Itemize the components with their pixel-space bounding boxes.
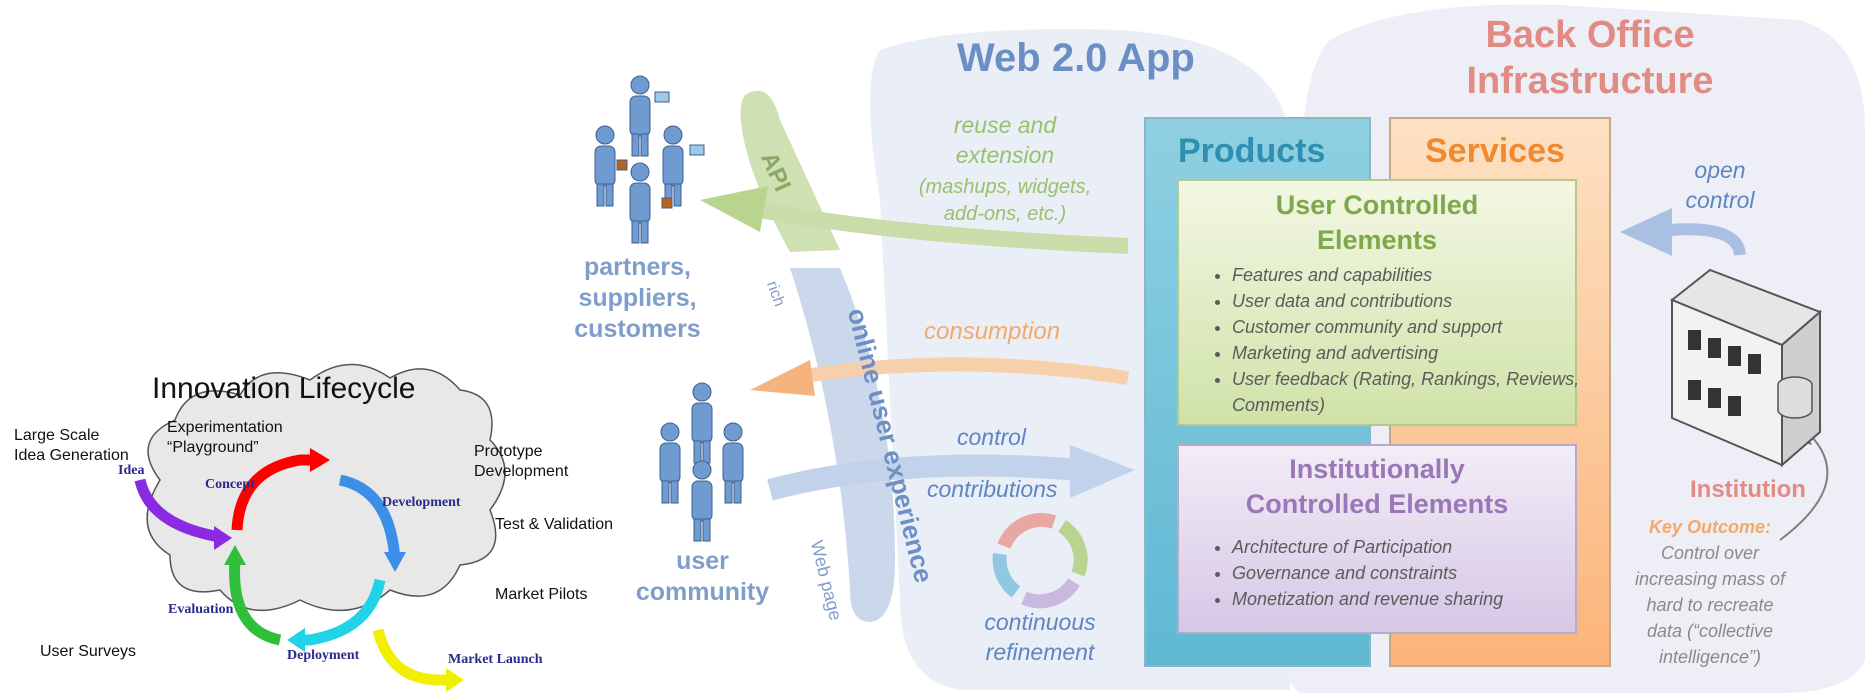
reuse-line2: extension (955, 142, 1055, 168)
reuse-line1: reuse and (953, 112, 1057, 138)
inst-controlled-list: Architecture of Participation Governance… (1208, 534, 1592, 612)
services-title: Services (1425, 132, 1565, 170)
note-large-scale: Large Scale Idea Generation (14, 426, 129, 466)
inst-controlled-line1: Institutionally (1289, 454, 1465, 484)
mashups-label: (mashups, widgets, add-ons, etc.) (885, 174, 1125, 228)
concept-arrow (231, 454, 322, 531)
inst-item: Architecture of Participation (1232, 534, 1592, 560)
partners-line1: partners, (584, 253, 691, 281)
note-experimentation-line2: “Playground” (167, 439, 259, 456)
reuse-label: reuse and extension (900, 110, 1110, 170)
innovation-title: Innovation Lifecycle (152, 372, 416, 405)
control-label: control (957, 424, 1027, 450)
key-outcome-line1: Control over (1660, 543, 1760, 563)
user-controlled-line2: Elements (1316, 225, 1438, 255)
key-outcome-text: Key Outcome: Control over increasing mas… (1615, 514, 1805, 670)
stage-market-launch: Market Launch (448, 652, 543, 667)
user-controlled-list: Features and capabilities User data and … (1208, 262, 1582, 418)
note-large-scale-line2: Idea Generation (14, 447, 129, 464)
refinement-cycle-icon (992, 513, 1088, 609)
deployment-arrow (295, 578, 386, 646)
user-item: Features and capabilities (1232, 262, 1582, 288)
contributions-label: contributions (927, 476, 1058, 502)
note-test: Test & Validation (495, 516, 613, 533)
note-pilots: Market Pilots (495, 586, 588, 603)
continuous-label: continuous refinement (960, 607, 1120, 667)
inst-controlled-box (1177, 444, 1577, 634)
consumption-label: consumption (924, 318, 1061, 345)
partners-line2: suppliers, (578, 284, 697, 312)
open-control-label: open control (1655, 155, 1785, 215)
user-item: Marketing and advertising (1232, 340, 1582, 366)
user-controlled-title: User Controlled Elements (1178, 188, 1576, 258)
key-outcome-line4: data (“collective (1646, 621, 1774, 641)
institution-label: Institution (1690, 476, 1806, 503)
consumption-arrow (803, 357, 1130, 385)
user-community-icon (659, 382, 744, 542)
reuse-arrow (758, 202, 1129, 254)
institution-building-icon (1670, 268, 1822, 468)
user-community-line2: community (635, 578, 770, 606)
note-large-scale-line1: Large Scale (14, 427, 100, 444)
key-outcome-line3: hard to recreate (1646, 595, 1774, 615)
evaluation-arrow (229, 559, 282, 646)
stage-concept: Concept (205, 477, 255, 492)
inst-controlled-line2: Controlled Elements (1245, 489, 1509, 519)
back-office-line1: Back Office (1485, 14, 1695, 56)
stage-evaluation: Evaluation (168, 602, 234, 617)
note-surveys: User Surveys (40, 643, 137, 660)
contributions-arrow (767, 454, 1081, 501)
user-item: User data and contributions (1232, 288, 1582, 314)
user-controlled-line1: User Controlled (1275, 190, 1479, 220)
web20-title: Web 2.0 App (957, 36, 1195, 80)
note-prototype-line2: Development (474, 463, 569, 480)
back-office-line2: Infrastructure (1466, 60, 1714, 102)
partners-label: partners, suppliers, customers (560, 252, 715, 345)
market-launch-arrow (372, 628, 452, 686)
partners-people-icon (594, 75, 705, 244)
user-community-line1: user (676, 547, 729, 575)
note-experimentation-line1: Experimentation (167, 419, 283, 436)
inst-controlled-title: Institutionally Controlled Elements (1178, 452, 1576, 522)
online-ux-band (790, 268, 895, 622)
stage-development: Development (382, 495, 461, 510)
user-item: Customer community and support (1232, 314, 1582, 340)
key-outcome-line2: increasing mass of (1634, 569, 1786, 589)
stage-deployment: Deployment (287, 648, 360, 663)
idea-arrow (134, 478, 221, 543)
back-office-title: Back Office Infrastructure (1440, 12, 1740, 104)
partners-line3: customers (574, 315, 701, 343)
user-controlled-box (1177, 179, 1577, 426)
mashups-line2: add-ons, etc.) (943, 203, 1067, 225)
user-community-label: user community (635, 546, 770, 608)
key-outcome-line5: intelligence”) (1658, 647, 1762, 667)
key-outcome-heading: Key Outcome: (1648, 517, 1772, 537)
inst-item: Governance and constraints (1232, 560, 1592, 586)
open-control-arrow (1669, 223, 1746, 257)
note-experimentation: Experimentation “Playground” (167, 418, 283, 458)
open-control-line2: control (1685, 187, 1755, 213)
continuous-line1: continuous (984, 609, 1096, 635)
continuous-line2: refinement (985, 639, 1095, 665)
open-control-line1: open (1694, 157, 1746, 183)
products-title: Products (1178, 132, 1326, 170)
note-prototype-line1: Prototype (474, 443, 543, 460)
user-item: User feedback (Rating, Rankings, Reviews… (1232, 366, 1582, 418)
inst-item: Monetization and revenue sharing (1232, 586, 1592, 612)
key-outcome-arrow (1779, 429, 1829, 541)
development-arrow (338, 474, 401, 561)
mashups-line1: (mashups, widgets, (918, 176, 1092, 198)
stage-idea: Idea (118, 463, 145, 478)
note-prototype: Prototype Development (474, 442, 568, 482)
